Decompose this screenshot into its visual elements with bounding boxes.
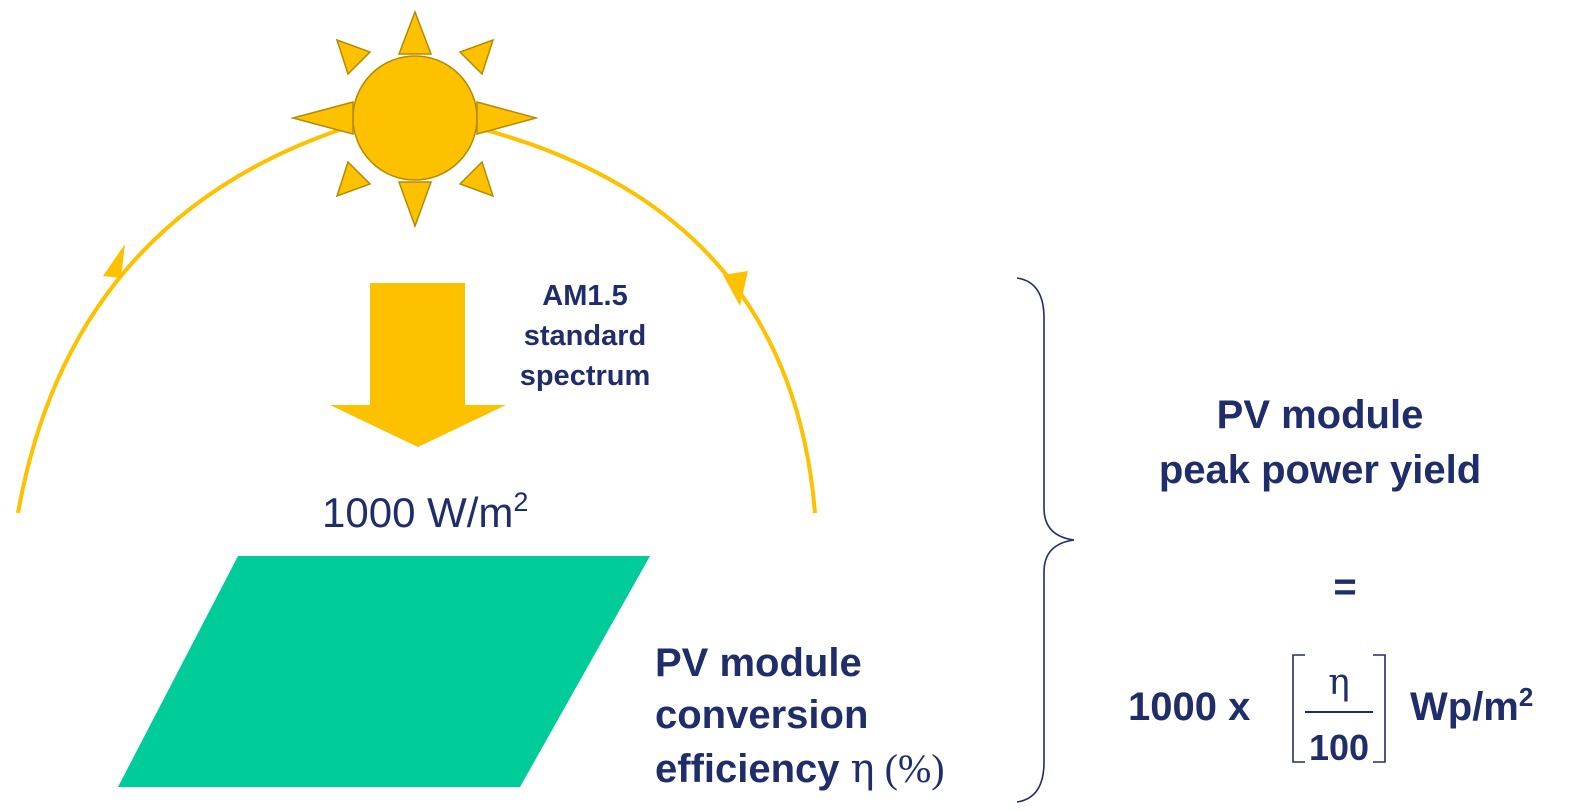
result-unit-base: Wp/m	[1410, 685, 1519, 729]
irradiance-label: 1000 W/m2	[322, 487, 528, 536]
efficiency-label-line1: PV module	[655, 641, 862, 685]
efficiency-word: efficiency	[655, 747, 851, 791]
curly-brace	[1016, 277, 1075, 803]
result-coefficient: 1000 x	[1128, 685, 1250, 729]
irradiance-superscript: 2	[513, 487, 528, 517]
spectrum-label-line3: spectrum	[520, 360, 651, 392]
sun-path-left-arc	[16, 126, 346, 514]
radiation-arrow	[330, 283, 506, 447]
fraction-denominator: 100	[1309, 727, 1369, 768]
result-equals: =	[1333, 565, 1356, 609]
efficiency-eta-symbol: η	[851, 746, 875, 792]
fraction-numerator: η	[1328, 662, 1350, 703]
fraction-right-bracket	[1373, 654, 1386, 763]
result-unit-superscript: 2	[1519, 682, 1533, 712]
pv-panel	[118, 556, 650, 787]
efficiency-unit: (%)	[875, 746, 945, 791]
sun-icon	[290, 9, 539, 229]
arc-arrowhead-right	[723, 271, 748, 306]
efficiency-label-line2: conversion	[655, 693, 868, 737]
spectrum-label-line2: standard	[524, 320, 646, 352]
sun-path-right-arc	[477, 126, 817, 514]
result-title-line2: peak power yield	[1159, 448, 1481, 492]
arc-arrowhead-left	[103, 244, 125, 278]
fraction-left-bracket	[1292, 654, 1305, 763]
irradiance-value: 1000 W/m	[322, 489, 513, 536]
result-title-line1: PV module	[1217, 393, 1424, 437]
spectrum-label-line1: AM1.5	[542, 280, 627, 312]
efficiency-label-line3: efficiency η (%)	[655, 746, 945, 792]
result-unit: Wp/m2	[1410, 682, 1533, 729]
